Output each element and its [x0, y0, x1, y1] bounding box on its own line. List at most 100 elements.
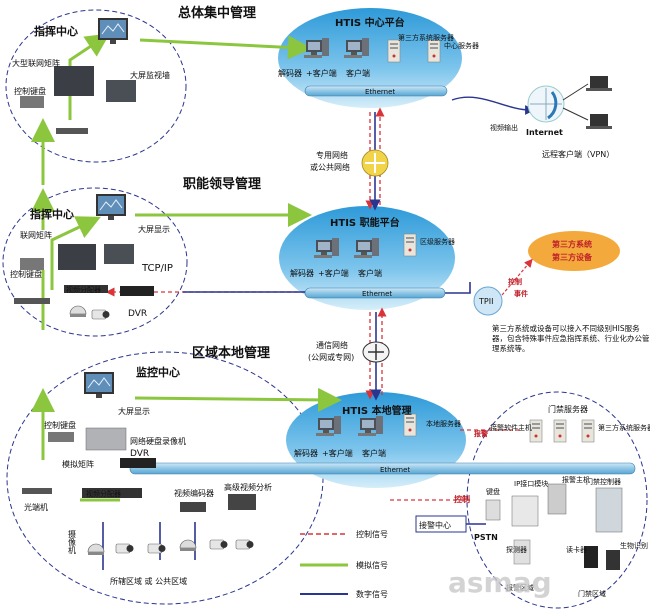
central-platform-label: HTIS 中心平台: [335, 16, 405, 29]
ip-module-label: IP接口模块: [514, 479, 548, 488]
section-local-title: 区域本地管理: [192, 345, 270, 361]
access-server-2-icon: [553, 419, 567, 443]
center-server-label: 中心服务器: [444, 41, 479, 50]
legend-analog-label: 模拟信号: [356, 560, 388, 570]
large-matrix-icon: [54, 66, 94, 96]
keyboard-4-icon: [485, 499, 501, 521]
local-decoder-pc-icon: [316, 416, 341, 436]
functional-client-label: 客户端: [358, 268, 382, 278]
alarm-host-label: 报警主机: [562, 475, 590, 484]
central-decoder-label: 解码器: [278, 68, 302, 78]
alarm-software-host-label: 接警软件主机: [490, 423, 532, 432]
command-center-2-zone: [2, 187, 188, 337]
dvr-2-label: DVR: [128, 309, 147, 319]
section-functional-title: 职能领导管理: [183, 176, 261, 192]
cmd-center-1-label: 指挥中心: [34, 24, 78, 38]
cmd-center-2-label: 指挥中心: [30, 207, 74, 221]
optical-terminal-icon: [22, 488, 52, 494]
legend-digital-label: 数字信号: [356, 589, 388, 599]
video-encoder-label: 视频编码器: [174, 488, 214, 498]
dome-camera-3-icon: [87, 543, 105, 556]
local-platform-label: HTIS 本地管理: [342, 404, 412, 417]
central-client-plus-label: +客户端: [306, 68, 337, 78]
switch-1-icon: [56, 128, 88, 134]
district-server-icon: [403, 233, 417, 257]
control-keyboard-2-label: 控制键盘: [10, 269, 42, 279]
access-controller-icon: [595, 487, 623, 533]
control-keyboard-1-label: 控制键盘: [14, 86, 46, 96]
access-zone-label: 门禁区域: [578, 589, 606, 598]
central-third-party-server-icon: [387, 39, 401, 63]
dome-camera-3b-icon: [179, 539, 197, 552]
area-label: 所辖区域 或 公共区域: [110, 576, 187, 586]
large-display-3-label: 大屏显示: [118, 406, 150, 416]
bio-reader-icon: [606, 550, 620, 570]
dvr-2-icon: [120, 286, 154, 296]
access-server-label: 门禁服务器: [548, 404, 588, 414]
box-camera-3a-icon: [115, 543, 134, 554]
large-matrix-label: 大型联网矩阵: [12, 58, 60, 68]
functional-decoder-label: 解码器: [290, 268, 314, 278]
legend-control-label: 控制信号: [356, 529, 388, 539]
remote-client-label: 远程客户端（VPN）: [542, 149, 614, 159]
net-matrix-icon: [58, 244, 96, 270]
dvr-3-label: DVR: [130, 449, 149, 459]
local-client-pc-icon: [358, 416, 383, 436]
monitor-center-label: 监控中心: [136, 365, 180, 379]
large-display-2-monitor-icon: [95, 193, 127, 221]
central-client-pc-icon: [344, 38, 369, 58]
alarm-flow-label: 报警: [474, 429, 488, 438]
video-dist-3-icon: [82, 488, 142, 498]
functional-client-pc-icon: [354, 238, 379, 258]
network-2b-label: (公网或专网): [308, 352, 354, 362]
vpn-link: [451, 96, 535, 115]
hd-analysis-label: 高级视频分析: [224, 482, 272, 492]
ethernet-3-label: Ethernet: [380, 466, 410, 474]
network-1-label: 专用网络: [316, 150, 348, 160]
access-controller-label: 门禁控制器: [586, 477, 621, 486]
functional-platform-label: HTIS 职能平台: [330, 216, 400, 229]
net-hdd-dvr-icon: [120, 458, 156, 468]
alarm-access-zone: [466, 391, 648, 609]
alarm-host-icon: [547, 483, 567, 515]
camera-label: 摄像机: [68, 530, 77, 555]
local-server-label: 本地服务器: [426, 419, 461, 428]
hd-analysis-icon: [228, 494, 256, 510]
video-output-label: 视频输出: [490, 123, 518, 132]
large-display-3-monitor-icon: [83, 371, 115, 399]
large-display-2-label: 大屏显示: [138, 224, 170, 234]
third-party-server-2-label: 第三方系统服务器: [598, 423, 650, 432]
third-party-link: [501, 258, 533, 296]
keyboard-3-icon: [48, 432, 74, 442]
net-hdd-dvr-label: 网络硬盘录像机: [130, 436, 186, 446]
third-party-note-box: 第三方系统或设备可以接入不同级别HIS服务器，包含特殊事件应急指挥系统、行业化办…: [492, 324, 650, 353]
digital-signal-links: [102, 112, 471, 570]
internet-label: Internet: [526, 128, 563, 137]
keyboard-2-icon: [20, 258, 44, 270]
central-platform-cloud: [278, 8, 462, 108]
central-third-party-label: 第三方系统服务器: [398, 33, 454, 42]
internet-links: [562, 83, 589, 121]
control-keyboard-3-label: 控制键盘: [44, 420, 76, 430]
alarm-control-label: 控制: [454, 494, 470, 504]
local-client-plus-label: +客户端: [322, 448, 353, 458]
box-camera-3c-icon: [209, 539, 228, 550]
ethernet-bus-central: [304, 85, 448, 97]
display-controller-2-icon: [104, 244, 134, 264]
reader-label: 读卡器: [566, 545, 587, 554]
dome-camera-2-icon: [69, 305, 87, 318]
video-encoder-icon: [180, 502, 206, 512]
local-server-icon: [403, 413, 417, 437]
remote-laptop-2-icon: [586, 114, 612, 129]
monitor-center-zone: [6, 351, 324, 605]
network-1b-label: 或公共网络: [310, 162, 350, 172]
central-client-label: 客户端: [346, 68, 370, 78]
bio-recognition-label: 生物识别: [620, 541, 648, 550]
keyboard-1-icon: [20, 96, 44, 108]
card-reader-icon: [584, 546, 598, 568]
district-server-label: 区级服务器: [420, 237, 455, 246]
video-dist-3-label: 视频分配器: [86, 489, 121, 498]
third-party-note: 第三方系统或设备可以接入不同级别HIS服务器，包含特殊事件应急指挥系统、行业化办…: [492, 324, 650, 353]
detector-label: 探测器: [506, 545, 527, 554]
